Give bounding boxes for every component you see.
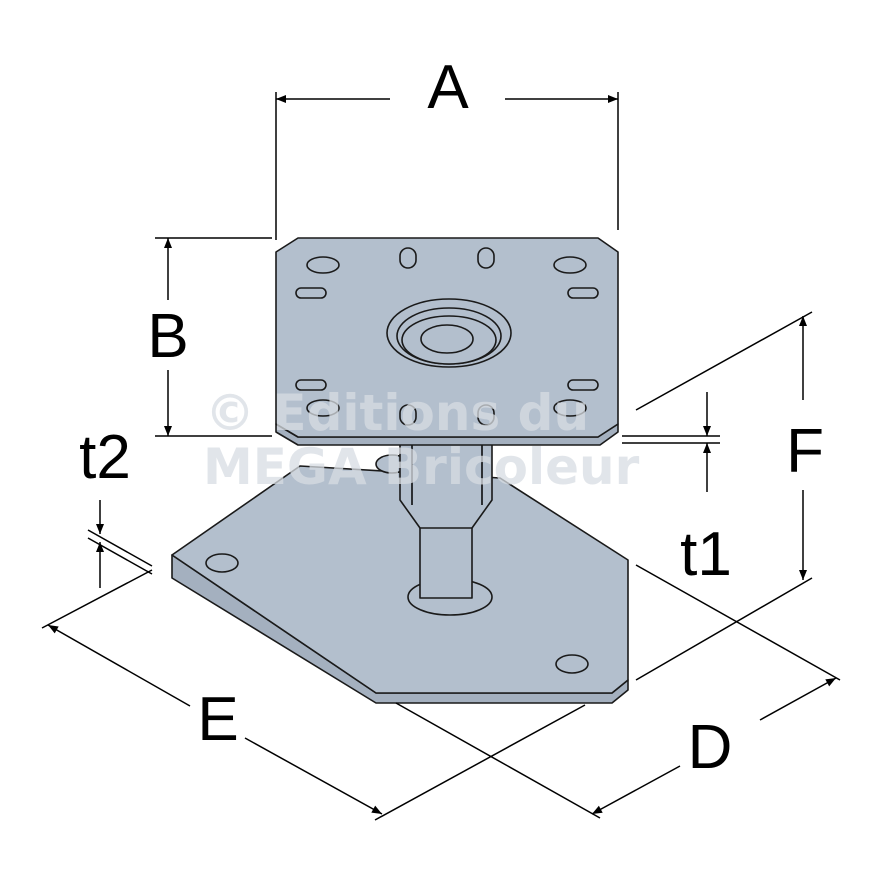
label-t2: t2 bbox=[79, 423, 131, 492]
label-e: E bbox=[197, 685, 238, 754]
base-hole bbox=[555, 654, 589, 674]
watermark-line2: MEGA Bricoleur bbox=[203, 438, 640, 496]
label-b: B bbox=[147, 302, 188, 371]
post bbox=[399, 442, 493, 616]
dimension-lines bbox=[41, 92, 841, 821]
base-hole bbox=[205, 553, 239, 573]
label-d: D bbox=[688, 713, 733, 782]
label-f: F bbox=[786, 417, 824, 486]
label-t1: t1 bbox=[680, 520, 732, 589]
watermark-line1: © Editions du bbox=[205, 384, 589, 442]
label-a: A bbox=[427, 53, 469, 122]
top-plate bbox=[275, 237, 619, 446]
